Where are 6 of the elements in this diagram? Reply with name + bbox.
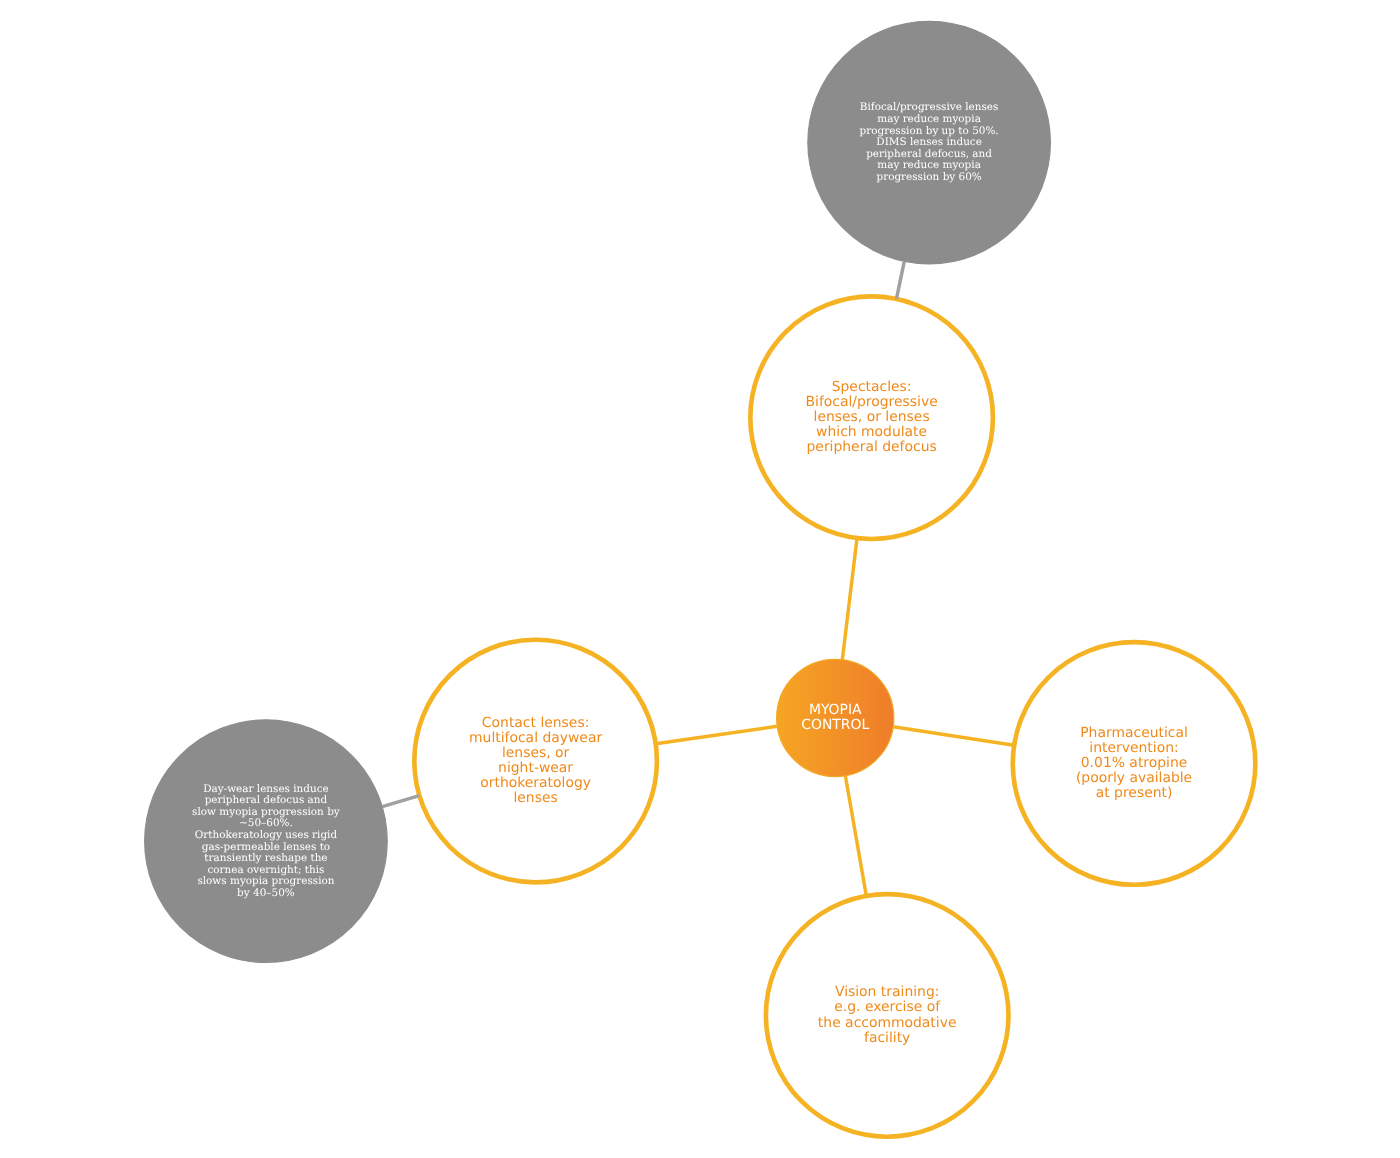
connector [655,724,778,746]
connector [840,538,859,660]
connector [381,793,420,809]
connector [892,725,1015,747]
connector [894,261,906,300]
connector [843,775,868,896]
